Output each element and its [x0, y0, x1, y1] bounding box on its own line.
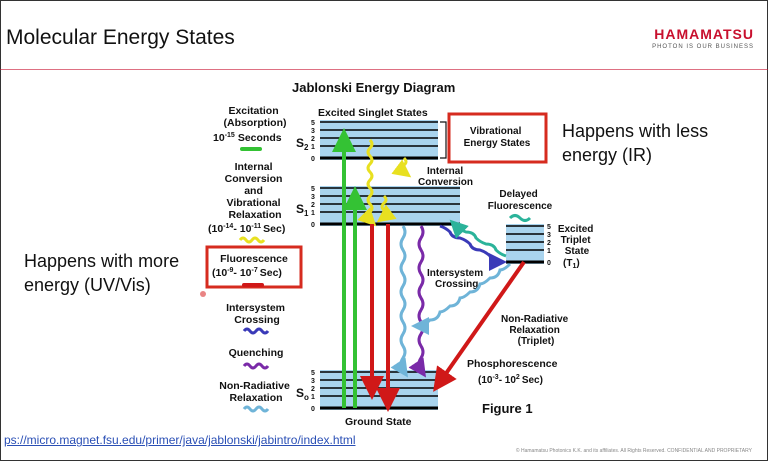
- s0-level-3: 3: [311, 378, 315, 385]
- s1-level-0: 0: [311, 222, 315, 229]
- slide-title: Molecular Energy States: [6, 26, 235, 49]
- annotation-less-line-2: energy (IR): [562, 145, 653, 165]
- legend-quenching-swatch: [242, 362, 270, 370]
- t1-levels: [506, 224, 544, 264]
- non-radiative-wave-s1: [390, 225, 408, 378]
- s2-level-3: 3: [311, 128, 315, 135]
- delayed-fluorescence-label: Delayed Fluorescence: [488, 189, 553, 212]
- non-radiative-triplet-label: Non-Radiative Relaxation (Triplet): [501, 314, 571, 347]
- excited-triplet-state-label: Excited Triplet State: [558, 224, 596, 257]
- s0-level-5: 5: [311, 370, 315, 377]
- delayed-fluorescence-icon: [508, 214, 532, 222]
- brand-name: HAMAMATSU: [654, 26, 754, 42]
- diagram-title: Jablonski Energy Diagram: [292, 80, 455, 95]
- internal-conversion-wave-1: [357, 138, 377, 227]
- legend-fluorescence-label: Fluorescence: [220, 253, 288, 265]
- legend-non-radiative-swatch: [242, 405, 270, 413]
- t1-label: (T1): [563, 258, 580, 270]
- internal-conversion-wave-2: [376, 194, 397, 223]
- s2-level-2: 2: [311, 136, 315, 143]
- brand-logo: HAMAMATSU PHOTON IS OUR BUSINESS: [652, 26, 754, 50]
- delayed-fluorescence-wave: [449, 219, 507, 258]
- annotation-more-energy: Happens with more energy (UV/Vis): [24, 249, 179, 297]
- internal-conversion-label: Internal Conversion: [418, 166, 473, 188]
- s1-level-3: 3: [311, 194, 315, 201]
- brand-tagline: PHOTON IS OUR BUSINESS: [652, 44, 754, 50]
- s0-levels: [320, 370, 438, 410]
- s1-level-2: 2: [311, 202, 315, 209]
- vibrational-highlight-box: [447, 112, 548, 164]
- pointer-dot: [200, 291, 206, 297]
- t1-level-3: 3: [547, 232, 551, 239]
- s0-level-0: 0: [311, 406, 315, 413]
- legend-intersystem-crossing-label: Intersystem Crossing: [226, 302, 288, 326]
- excited-singlet-states-label: Excited Singlet States: [318, 107, 428, 119]
- s1-level-5: 5: [311, 186, 315, 193]
- s2-label: S2: [296, 136, 309, 152]
- legend-internal-conversion-label: Internal Conversion and Vibrational Rela…: [225, 161, 286, 221]
- s1-level-1: 1: [311, 210, 315, 217]
- vibrational-energy-states-label: Vibrational Energy States: [464, 126, 531, 149]
- s2-level-0: 0: [311, 156, 315, 163]
- internal-conversion-wave-3: [391, 156, 412, 178]
- s1-label: S1: [296, 202, 309, 218]
- annotation-less-line-1: Happens with less: [562, 121, 709, 141]
- legend-non-radiative-label: Non-Radiative Relaxation: [219, 380, 293, 404]
- legend-quenching-label: Quenching: [229, 347, 284, 359]
- figure-label: Figure 1: [482, 401, 533, 416]
- copyright-footer: © Hamamatsu Photonics K.K. and its affil…: [515, 448, 752, 454]
- annotation-less-energy: Happens with less energy (IR): [562, 119, 708, 167]
- legend-fluorescence-swatch: [242, 283, 264, 287]
- ground-state-label: Ground State: [345, 416, 412, 428]
- s0-label: So: [296, 386, 309, 402]
- t1-level-0: 0: [547, 260, 551, 267]
- intersystem-crossing-label: Intersystem Crossing: [427, 268, 486, 290]
- phosphorescence-arrow: [433, 260, 526, 392]
- title-divider: [0, 69, 768, 70]
- legend-excitation-label: Excitation (Absorption): [224, 105, 287, 129]
- non-radiative-triplet-wave: [411, 262, 512, 335]
- s2-levels: [320, 120, 438, 160]
- t1-level-5: 5: [547, 224, 551, 231]
- legend-internal-conversion-swatch: [238, 236, 266, 244]
- s1-levels: [320, 186, 460, 226]
- t1-level-1: 1: [547, 248, 551, 255]
- legend-intersystem-crossing-swatch: [242, 327, 270, 335]
- s2-level-5: 5: [311, 120, 315, 127]
- t1-level-2: 2: [547, 240, 551, 247]
- annotation-more-line-1: Happens with more: [24, 251, 180, 271]
- phosphorescence-label: Phosphorescence: [467, 358, 558, 370]
- s0-level-1: 1: [311, 394, 315, 401]
- legend-excitation-swatch: [240, 147, 262, 151]
- s0-level-2: 2: [311, 386, 315, 393]
- annotation-more-line-2: energy (UV/Vis): [24, 275, 151, 295]
- quenching-wave: [408, 225, 426, 378]
- s2-level-1: 1: [311, 144, 315, 151]
- source-link[interactable]: ps://micro.magnet.fsu.edu/primer/java/ja…: [4, 433, 356, 447]
